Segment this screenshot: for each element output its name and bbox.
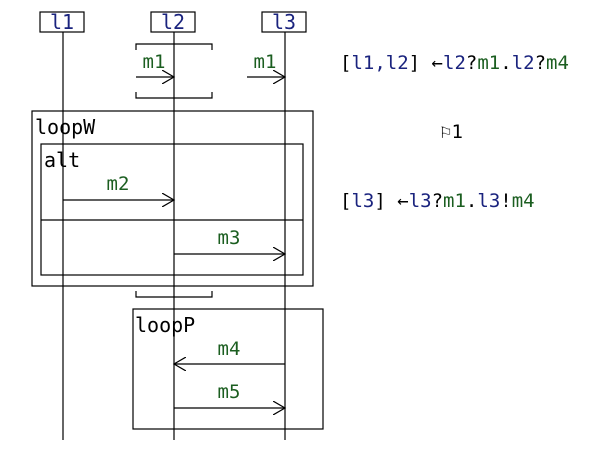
message-label-m1a: m1 xyxy=(143,51,166,73)
trace-3-lifelines: l3 xyxy=(351,190,375,212)
trace-1-action-1-op: ? xyxy=(465,52,478,74)
trace-3-arrow: ← xyxy=(385,190,409,212)
trace-3-close-bracket: ] xyxy=(374,190,386,212)
trace-3-action-2-op: ! xyxy=(500,190,512,212)
trace-1-action-2-lifeline: l2 xyxy=(511,52,535,74)
flag-icon: ⚐ xyxy=(440,121,452,143)
trace-line-2: ⚐1 xyxy=(340,121,569,144)
lifeline-label-l3: l3 xyxy=(272,10,296,34)
trace-panel: [l1,l2] ←l2?m1.l2?m4 ⚐1 [l3] ←l3?m1.l3!m… xyxy=(340,6,569,236)
trace-1-close-bracket: ] xyxy=(408,52,421,74)
frame-loopW xyxy=(31,110,314,287)
lifeline-l2: l2 xyxy=(150,10,196,440)
trace-3-action-1-msg: m1 xyxy=(443,190,466,212)
trace-3-action-2-lifeline: l3 xyxy=(477,190,501,212)
trace-3-open-bracket: [ xyxy=(340,190,352,212)
trace-1-action-1-lifeline: l2 xyxy=(443,52,466,74)
message-label-m2: m2 xyxy=(107,173,130,195)
frame-label-loopW: loopW xyxy=(35,115,96,139)
trace-1-action-2-msg: m4 xyxy=(546,52,569,74)
gate-bracket-middle xyxy=(135,291,213,298)
lifeline-label-l1: l1 xyxy=(50,10,74,34)
message-label-m4: m4 xyxy=(218,338,241,360)
trace-1-dot: . xyxy=(500,52,512,74)
frame-loopP xyxy=(132,308,324,430)
frame-label-alt: alt xyxy=(44,148,80,172)
lifeline-label-l2: l2 xyxy=(161,10,185,34)
trace-1-action-1-msg: m1 xyxy=(477,52,501,74)
trace-line-1: [l1,l2] ←l2?m1.l2?m4 xyxy=(340,52,569,75)
lifeline-head-l1 xyxy=(39,11,85,33)
lifeline-l1: l1 xyxy=(39,10,85,440)
gate-bracket-bottom xyxy=(135,92,213,99)
lifeline-l3: l3 xyxy=(261,10,307,440)
flag-count: 1 xyxy=(451,121,463,143)
message-label-m1b: m1 xyxy=(254,51,277,73)
gate-bracket-top xyxy=(135,43,213,50)
trace-3-action-1-op: ? xyxy=(431,190,444,212)
frame-label-loopP: loopP xyxy=(135,313,195,337)
trace-1-lifelines: l1,l2 xyxy=(351,52,409,74)
trace-3-action-2-msg: m4 xyxy=(511,190,535,212)
trace-1-action-2-op: ? xyxy=(534,52,547,74)
lifeline-head-l2 xyxy=(150,11,196,33)
trace-3-dot: . xyxy=(465,190,478,212)
trace-1-arrow: ← xyxy=(420,52,443,74)
trace-3-action-1-lifeline: l3 xyxy=(408,190,432,212)
lifeline-head-l3 xyxy=(261,11,307,33)
message-label-m5: m5 xyxy=(218,381,241,403)
message-label-m3: m3 xyxy=(218,227,241,249)
frame-alt xyxy=(40,143,304,276)
trace-1-open-bracket: [ xyxy=(340,52,352,74)
trace-line-3: [l3] ←l3?m1.l3!m4 xyxy=(340,190,569,213)
